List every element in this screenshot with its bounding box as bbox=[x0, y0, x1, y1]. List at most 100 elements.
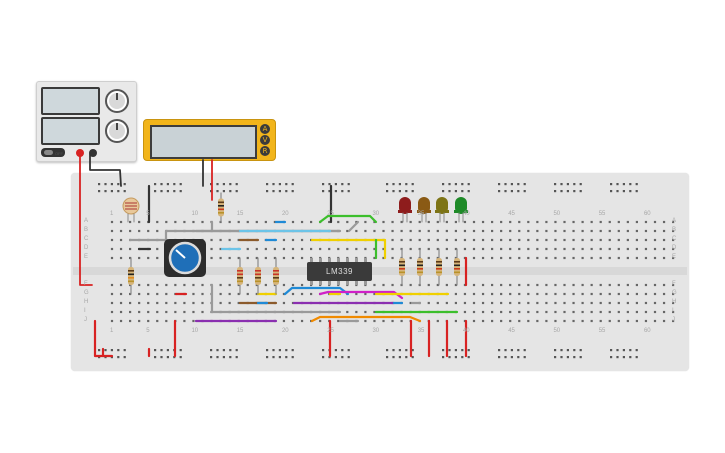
rail-hole bbox=[123, 356, 126, 359]
rail-hole bbox=[166, 183, 169, 186]
rail-hole bbox=[635, 190, 638, 193]
hole bbox=[635, 283, 638, 287]
resistor-band bbox=[417, 268, 423, 270]
hole bbox=[319, 319, 322, 323]
power-switch[interactable] bbox=[41, 148, 65, 157]
rail-hole bbox=[117, 356, 120, 359]
mode-button-a[interactable]: A bbox=[260, 124, 270, 134]
hole bbox=[291, 247, 295, 251]
rail-hole bbox=[154, 190, 157, 193]
rail-hole bbox=[123, 183, 126, 186]
mode-button-r[interactable]: R bbox=[260, 146, 270, 156]
hole bbox=[373, 292, 376, 296]
column-number: 25 bbox=[327, 328, 334, 334]
rail-hole bbox=[610, 183, 613, 186]
rail-hole bbox=[523, 349, 526, 352]
hole bbox=[662, 256, 666, 260]
rail-hole bbox=[610, 349, 613, 352]
hole bbox=[291, 220, 295, 224]
hole bbox=[527, 301, 530, 305]
hole bbox=[119, 247, 123, 251]
hole bbox=[626, 292, 629, 296]
hole bbox=[454, 301, 457, 305]
hole bbox=[617, 310, 620, 314]
rail-hole bbox=[235, 183, 238, 186]
hole bbox=[518, 310, 521, 314]
hole bbox=[653, 256, 657, 260]
resistor-band bbox=[218, 201, 224, 204]
hole bbox=[427, 238, 430, 242]
hole bbox=[527, 310, 530, 314]
voltage-knob[interactable] bbox=[105, 89, 129, 113]
positive-terminal[interactable] bbox=[76, 149, 84, 157]
rail-hole bbox=[560, 190, 563, 193]
hole bbox=[165, 319, 168, 323]
hole bbox=[481, 238, 485, 242]
rail-hole bbox=[517, 190, 520, 193]
rail-hole bbox=[622, 349, 625, 352]
rail-hole bbox=[498, 190, 501, 193]
rail-hole bbox=[560, 349, 563, 352]
hole bbox=[472, 256, 476, 260]
negative-terminal[interactable] bbox=[89, 149, 97, 157]
resistor-band bbox=[237, 277, 243, 279]
ic-pin bbox=[310, 258, 313, 262]
hole bbox=[300, 283, 304, 287]
hole bbox=[183, 283, 186, 287]
hole bbox=[373, 247, 376, 251]
hole bbox=[246, 247, 249, 251]
hole bbox=[138, 310, 141, 314]
rail-hole bbox=[610, 356, 613, 359]
hole bbox=[554, 247, 557, 251]
row-letter: E bbox=[672, 254, 677, 260]
hole bbox=[291, 283, 295, 287]
hole bbox=[590, 256, 593, 260]
rail-hole bbox=[610, 190, 613, 193]
rail-hole bbox=[448, 349, 451, 352]
hole bbox=[536, 238, 539, 242]
hole bbox=[165, 301, 168, 305]
hole bbox=[400, 319, 403, 323]
hole bbox=[672, 310, 675, 314]
power-supply[interactable]: OFF bbox=[36, 81, 137, 162]
lm339-ic[interactable]: LM339 bbox=[307, 262, 372, 281]
hole bbox=[391, 283, 394, 287]
hole bbox=[183, 310, 186, 314]
rail-hole bbox=[272, 349, 275, 352]
hole bbox=[409, 229, 412, 233]
rail-hole bbox=[222, 356, 225, 359]
hole bbox=[545, 319, 548, 323]
hole bbox=[491, 319, 494, 323]
multimeter[interactable]: A V R bbox=[143, 119, 276, 161]
hole bbox=[491, 229, 494, 233]
current-knob[interactable] bbox=[105, 119, 129, 143]
rail-hole bbox=[98, 349, 101, 352]
rail-hole bbox=[160, 349, 163, 352]
rail-hole bbox=[517, 349, 520, 352]
rail-hole bbox=[291, 349, 294, 352]
ic-pin bbox=[346, 258, 349, 262]
rail-hole bbox=[173, 190, 176, 193]
resistor-band bbox=[417, 261, 423, 263]
hole bbox=[481, 256, 485, 260]
hole bbox=[599, 220, 602, 224]
hole bbox=[481, 220, 485, 224]
rail-hole bbox=[334, 190, 337, 193]
hole bbox=[228, 283, 231, 287]
hole bbox=[373, 283, 376, 287]
mode-button-v[interactable]: V bbox=[260, 135, 270, 145]
hole bbox=[346, 220, 349, 224]
hole bbox=[382, 256, 385, 260]
hole bbox=[138, 220, 141, 224]
resistor-band bbox=[436, 261, 442, 263]
hole bbox=[454, 256, 457, 260]
rail-hole bbox=[573, 190, 576, 193]
hole bbox=[409, 301, 412, 305]
hole bbox=[409, 247, 412, 251]
hole bbox=[581, 238, 584, 242]
hole bbox=[337, 220, 340, 224]
resistor-band bbox=[417, 271, 423, 274]
hole bbox=[201, 292, 204, 296]
hole bbox=[147, 292, 150, 296]
hole bbox=[572, 301, 575, 305]
